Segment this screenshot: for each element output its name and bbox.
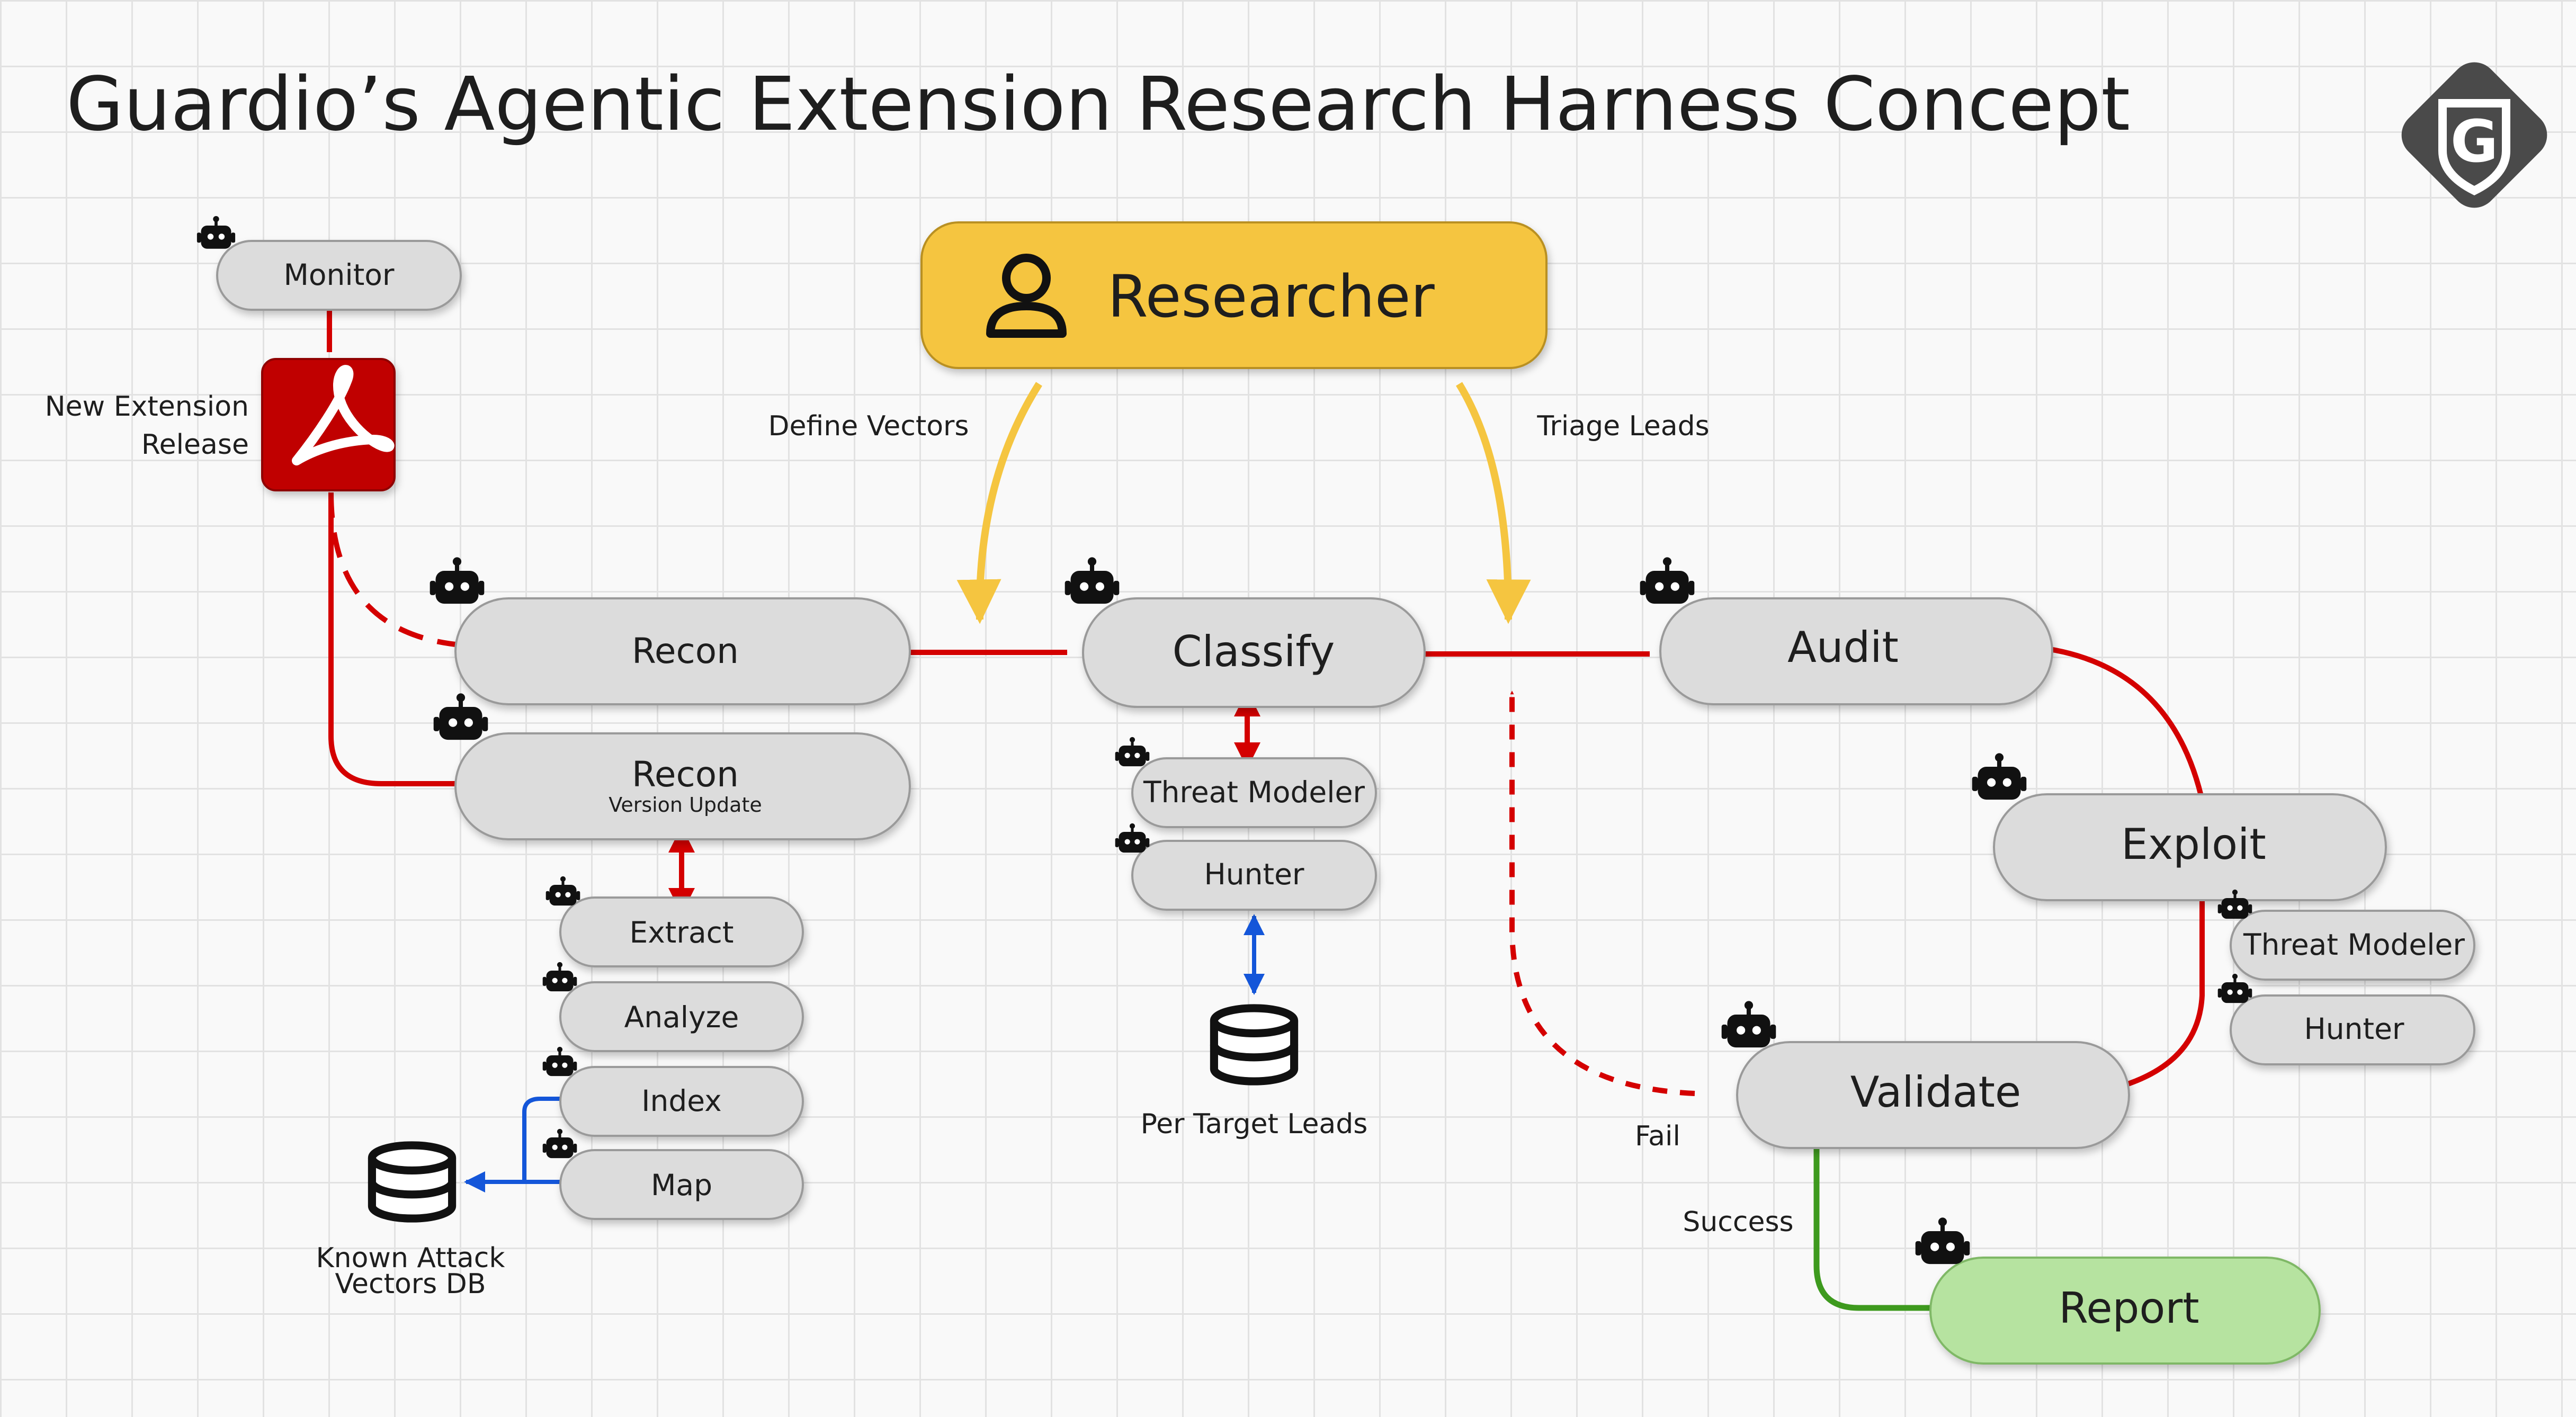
node-recon-update-label: Recon bbox=[632, 754, 739, 795]
arrow-validate-fail bbox=[1509, 690, 1695, 1096]
robot-icon bbox=[1721, 1001, 1776, 1048]
pdf-icon bbox=[292, 365, 395, 465]
node-classify-label: Classify bbox=[1173, 627, 1335, 676]
node-researcher-label: Researcher bbox=[1107, 263, 1435, 330]
robot-icon bbox=[542, 962, 577, 992]
node-recon-label: Recon bbox=[632, 631, 739, 671]
arrow-triage-leads bbox=[1456, 382, 1531, 624]
arrow-release-recon bbox=[328, 492, 477, 649]
robot-icon bbox=[542, 1046, 577, 1077]
label-success: Success bbox=[1683, 1206, 1793, 1238]
node-extract: Extract bbox=[545, 876, 804, 967]
node-recon-update: Recon Version Update bbox=[433, 693, 911, 840]
arrow-db-index bbox=[522, 1088, 585, 1182]
robot-icon bbox=[1915, 1217, 1970, 1264]
label-fail: Fail bbox=[1635, 1120, 1680, 1152]
node-recon: Recon bbox=[430, 557, 911, 705]
robot-icon bbox=[545, 876, 580, 906]
robot-icon bbox=[1640, 557, 1695, 604]
page-title: Guardio’s Agentic Extension Research Har… bbox=[66, 61, 2130, 148]
node-classify-threat-modeler: Threat Modeler bbox=[1115, 737, 1377, 828]
robot-icon bbox=[196, 216, 236, 249]
node-index: Index bbox=[542, 1046, 804, 1137]
node-audit-label: Audit bbox=[1787, 623, 1899, 672]
node-index-label: Index bbox=[641, 1084, 721, 1118]
person-icon bbox=[986, 254, 1067, 338]
db-per-target-leads-label: Per Target Leads bbox=[1141, 1108, 1368, 1140]
node-release: New Extension Release bbox=[45, 358, 396, 491]
robot-icon bbox=[2217, 973, 2252, 1003]
label-triage-leads: Triage Leads bbox=[1536, 410, 1709, 442]
node-exploit: Exploit bbox=[1972, 753, 2387, 901]
node-exploit-threat-modeler-label: Threat Modeler bbox=[2243, 928, 2465, 962]
arrow-audit-exploit bbox=[2023, 643, 2206, 806]
node-recon-update-sub: Version Update bbox=[609, 793, 762, 817]
svg-text:G: G bbox=[2450, 107, 2498, 175]
node-monitor-label: Monitor bbox=[283, 258, 394, 292]
node-classify: Classify bbox=[1065, 557, 1426, 708]
robot-icon bbox=[1065, 557, 1120, 604]
node-validate-label: Validate bbox=[1850, 1068, 2021, 1117]
node-exploit-hunter: Hunter bbox=[2217, 973, 2475, 1065]
node-analyze-label: Analyze bbox=[624, 1000, 739, 1034]
guardio-logo: G bbox=[2401, 62, 2547, 208]
node-researcher: Researcher bbox=[920, 221, 1548, 369]
node-map: Map bbox=[542, 1128, 804, 1220]
robot-icon bbox=[1115, 823, 1150, 853]
node-classify-hunter: Hunter bbox=[1115, 823, 1377, 911]
node-extract-label: Extract bbox=[630, 916, 734, 949]
robot-icon bbox=[430, 557, 485, 604]
db-known-attack: Known Attack Vectors DB bbox=[316, 1145, 505, 1300]
db-known-attack-line2: Vectors DB bbox=[335, 1268, 486, 1300]
arrow-release-recon-update bbox=[328, 492, 485, 786]
db-known-attack-line1: Known Attack bbox=[316, 1242, 505, 1274]
arrow-define-vectors bbox=[956, 382, 1042, 624]
node-audit: Audit bbox=[1640, 557, 2053, 705]
database-icon bbox=[372, 1145, 452, 1218]
node-report: Report bbox=[1915, 1217, 2321, 1365]
node-classify-threat-modeler-label: Threat Modeler bbox=[1143, 775, 1365, 809]
node-map-label: Map bbox=[651, 1168, 712, 1202]
node-exploit-threat-modeler: Threat Modeler bbox=[2217, 889, 2475, 981]
node-monitor: Monitor bbox=[196, 216, 462, 311]
label-define-vectors: Define Vectors bbox=[768, 410, 969, 442]
robot-icon bbox=[1115, 737, 1150, 767]
node-classify-hunter-label: Hunter bbox=[1204, 857, 1304, 891]
node-release-line2: Release bbox=[141, 429, 249, 461]
node-validate: Validate bbox=[1721, 1001, 2130, 1149]
node-release-line1: New Extension bbox=[45, 391, 249, 423]
arrow-validate-report bbox=[1813, 1133, 1980, 1329]
node-report-label: Report bbox=[2059, 1284, 2199, 1333]
robot-icon bbox=[542, 1128, 577, 1159]
database-icon bbox=[1214, 1008, 1294, 1081]
db-per-target-leads: Per Target Leads bbox=[1141, 1008, 1368, 1140]
node-exploit-hunter-label: Hunter bbox=[2304, 1012, 2404, 1046]
robot-icon bbox=[433, 693, 488, 740]
node-exploit-label: Exploit bbox=[2121, 820, 2266, 869]
guardio-shield-g-icon bbox=[2401, 62, 2547, 208]
robot-icon bbox=[1972, 753, 2027, 800]
node-analyze: Analyze bbox=[542, 962, 804, 1052]
